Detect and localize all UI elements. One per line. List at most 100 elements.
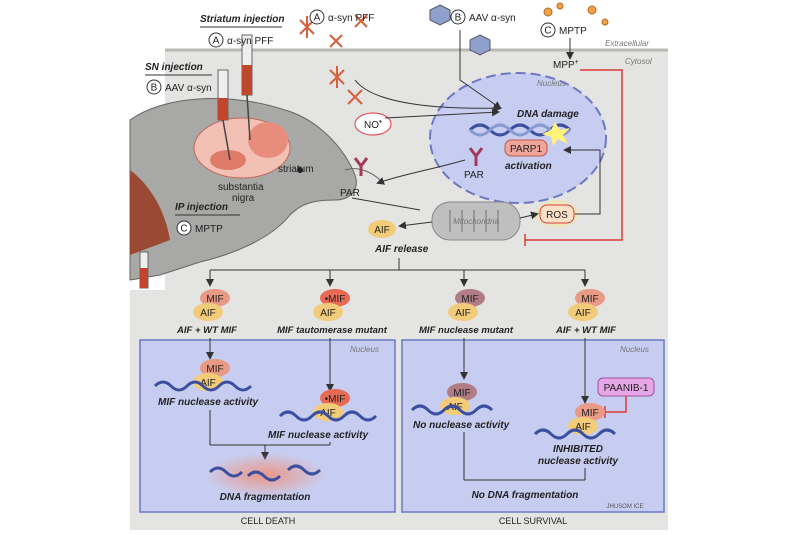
top-mptp-label: MPTP — [559, 26, 587, 37]
activation-label: activation — [505, 161, 552, 172]
syringe-ip-icon — [139, 251, 149, 289]
syringe-striatum-icon — [217, 69, 231, 161]
parp1-box — [504, 139, 548, 157]
parp1-label: PARP1 — [510, 144, 542, 155]
complex-col3: MIF AIF — [448, 289, 485, 321]
sn-injection-title: SN injection — [145, 62, 203, 73]
circle-a-top-badge — [309, 9, 325, 25]
svg-text:AIF: AIF — [320, 308, 336, 319]
sn-injection-item: AAV α-syn — [165, 83, 212, 94]
par-polymer-cytosol-icon — [353, 157, 369, 176]
svg-text:MIF: MIF — [461, 294, 478, 305]
top-aav-label: AAV α-syn — [469, 13, 516, 24]
svg-text:AIF: AIF — [575, 422, 591, 433]
circle-a-badge — [208, 32, 224, 48]
svg-text:AIF: AIF — [200, 378, 216, 389]
ip-injection-title: IP injection — [175, 202, 228, 213]
col3-title: MIF nuclease mutant — [419, 325, 514, 336]
svg-text:MIF: MIF — [453, 388, 470, 399]
svg-text:AIF: AIF — [320, 408, 336, 419]
svg-text:AIF: AIF — [575, 308, 591, 319]
svg-text:MIF: MIF — [581, 294, 598, 305]
bottom-left-nucleus-label: Nucleus — [350, 345, 379, 354]
left-complex-1: MIF AIF — [193, 359, 230, 391]
syringe-sn-icon — [241, 34, 253, 141]
nuclease-activity-label: nuclease activity — [538, 456, 618, 467]
mif-nuclease-activity-2: MIF nuclease activity — [268, 430, 368, 441]
mptp-particles-icon — [543, 2, 609, 26]
left-dna-helix-1 — [153, 380, 253, 392]
complex-col4: MIF AIF — [568, 289, 605, 321]
no-dna-fragmentation-label: No DNA fragmentation — [472, 490, 579, 501]
striatum-label: striatum — [278, 164, 314, 175]
circle-a-top-label: A — [314, 13, 321, 24]
right-dna-helix-1 — [410, 404, 494, 416]
top-pff-label: α-syn PFF — [328, 13, 374, 24]
circle-c-top-badge — [540, 22, 556, 38]
dna-damage-burst-icon — [542, 122, 570, 146]
circle-a-label: A — [213, 36, 220, 47]
complex-col1: MIF AIF — [193, 289, 230, 321]
svg-text:MIF: MIF — [581, 408, 598, 419]
col4-title: AIF + WT MIF — [555, 325, 616, 336]
par-polymer-nucleus-icon — [468, 147, 484, 166]
no-radical-label: NO• — [364, 117, 382, 131]
cell-death-label: CELL DEATH — [241, 516, 296, 526]
circle-c-badge — [176, 220, 192, 236]
col2-title: MIF tautomerase mutant — [277, 325, 388, 336]
ros-box — [539, 204, 575, 224]
paanib-label: PAANIB-1 — [604, 383, 649, 394]
cell-survival-label: CELL SURVIVAL — [499, 516, 567, 526]
left-complex-2: •MIF AIF — [313, 389, 350, 421]
pff-fibrils-top-icon — [299, 14, 368, 48]
mif-nuclease-activity-1: MIF nuclease activity — [158, 397, 258, 408]
circle-c-label: C — [180, 224, 187, 235]
dna-damage-label: DNA damage — [517, 109, 579, 120]
ros-label: ROS — [546, 210, 568, 221]
svg-text:•MIF: •MIF — [325, 394, 346, 405]
circle-b-badge — [146, 79, 162, 95]
par-cytosol-label: PAR — [340, 188, 360, 199]
par-nucleus-label: PAR — [464, 170, 484, 181]
top-nucleus — [429, 72, 607, 204]
substantia-nigra-label-2: nigra — [232, 193, 255, 204]
right-dna-helix-2 — [533, 428, 617, 440]
top-nucleus-label: Nucleus — [537, 79, 566, 88]
aav-virus-icon — [429, 4, 491, 56]
svg-text:•MIF: •MIF — [325, 294, 346, 305]
bottom-right-nucleus — [401, 339, 665, 513]
ip-injection-item: MPTP — [195, 224, 223, 235]
no-nuclease-activity-label: No nuclease activity — [413, 420, 510, 431]
dna-fragmentation-label: DNA fragmentation — [220, 492, 311, 503]
striatum-injection-item: α-syn PFF — [227, 36, 273, 47]
svg-text:MIF: MIF — [206, 294, 223, 305]
fragmented-dna-icon — [208, 464, 322, 482]
circle-c-top-label: C — [544, 26, 551, 37]
substantia-nigra-label-1: substantia — [218, 182, 264, 193]
svg-text:MIF: MIF — [206, 364, 223, 375]
col1-title: AIF + WT MIF — [176, 325, 237, 336]
complex-col2: •MIF AIF — [313, 289, 350, 321]
extracellular-label: Extracellular — [605, 39, 649, 48]
circle-b-top-badge — [450, 9, 466, 25]
mitochondria-label: Mitochondria — [453, 217, 499, 226]
circle-b-label: B — [151, 83, 158, 94]
svg-text:AIF: AIF — [200, 308, 216, 319]
aif-release-shape-label: AIF — [374, 225, 390, 236]
dna-damage-helix — [468, 123, 572, 137]
signature-label: JHUSOM ICE — [606, 504, 643, 510]
inhibited-label: INHIBITED — [553, 444, 603, 455]
svg-text:AIF: AIF — [455, 308, 471, 319]
striatum-injection-title: Striatum injection — [200, 14, 284, 25]
cytosol-label: Cytosol — [625, 57, 652, 66]
mpp-label: MPP+ — [553, 59, 579, 71]
no-radical-bubble — [354, 112, 392, 136]
circle-b-top-label: B — [455, 13, 462, 24]
bottom-right-nucleus-label: Nucleus — [620, 345, 649, 354]
aif-release-label: AIF release — [374, 244, 429, 255]
left-dna-helix-2 — [278, 410, 378, 422]
aif-release-shape — [368, 220, 396, 238]
pff-fibrils-cytosol-icon — [329, 66, 363, 105]
